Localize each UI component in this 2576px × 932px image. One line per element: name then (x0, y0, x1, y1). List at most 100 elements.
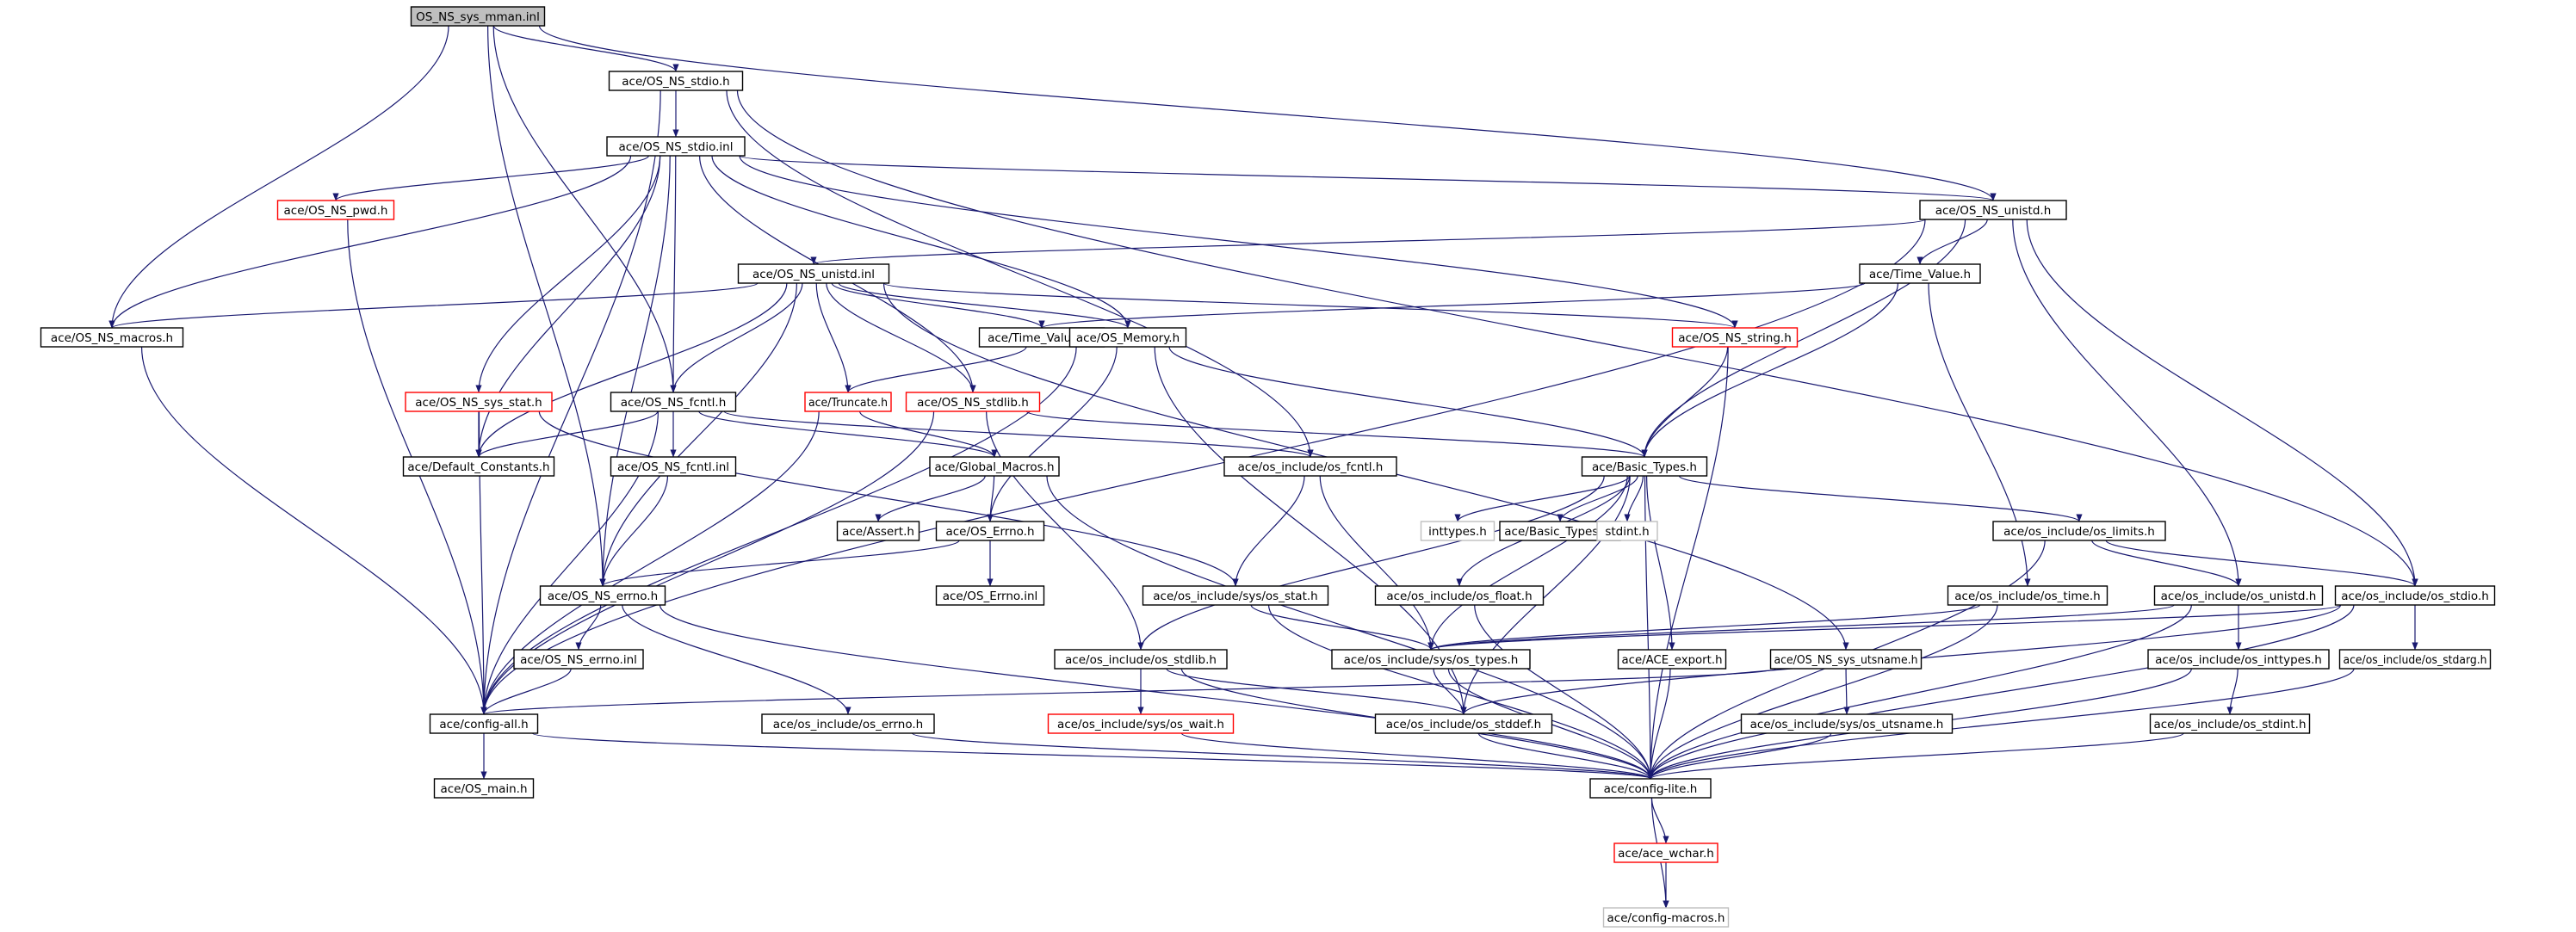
node-stdio-h[interactable]: ace/OS_NS_stdio.h (608, 71, 744, 91)
node-label: ace/ACE_export.h (1622, 653, 1723, 667)
node-sys-os-stat-h[interactable]: ace/os_include/sys/os_stat.h (1142, 585, 1329, 606)
node-label: ace/OS_NS_fcntl.inl (617, 460, 729, 474)
node-os-include-errno-h[interactable]: ace/os_include/os_errno.h (761, 713, 935, 734)
node-config-lite-h[interactable]: ace/config-lite.h (1589, 778, 1712, 799)
edge-stdio-inl-to-fcntl-h (670, 155, 677, 393)
edge-unistd-inl-to-time-value-inl (831, 282, 1045, 329)
edge-os-stdlib-h-to-os-stddef-h (1166, 668, 1467, 715)
node-unistd-h[interactable]: ace/OS_NS_unistd.h (1919, 200, 2067, 220)
node-box (433, 778, 535, 799)
node-os-unistd-h[interactable]: ace/os_include/os_unistd.h (2153, 585, 2324, 606)
node-ns-errno-inl[interactable]: ace/OS_NS_errno.inl (513, 649, 644, 670)
node-assert-h[interactable]: ace/Assert.h (836, 521, 920, 541)
edge-os-unistd-h-to-config-lite-h (1647, 604, 2192, 780)
node-os-stdarg-h[interactable]: ace/os_include/os_stdarg.h (2338, 649, 2492, 670)
node-ace-wchar-h[interactable]: ace/ace_wchar.h (1613, 843, 1718, 863)
edge-sys-os-wait-h-to-config-lite-h (1180, 732, 1654, 780)
node-box (1589, 778, 1712, 799)
node-box (1613, 843, 1718, 863)
node-box (2153, 585, 2324, 606)
node-fcntl-inl[interactable]: ace/OS_NS_fcntl.inl (610, 456, 737, 477)
edge-os-include-fcntl-h-to-sys-os-types-h (1319, 475, 1434, 651)
node-os-inttypes-h[interactable]: ace/os_include/os_inttypes.h (2147, 649, 2330, 670)
node-label: ace/config-macros.h (1607, 911, 1725, 925)
node-os-errno-inl[interactable]: ace/OS_Errno.inl (935, 585, 1045, 606)
node-stdlib-h[interactable]: ace/OS_NS_stdlib.h (905, 392, 1041, 412)
node-label: ace/os_include/os_stddef.h (1386, 718, 1541, 731)
node-label: ace/os_include/os_stdio.h (2341, 589, 2489, 603)
node-os-include-fcntl-h[interactable]: ace/os_include/os_fcntl.h (1223, 456, 1397, 477)
edge-fcntl-h-to-os-include-fcntl-h (723, 410, 1314, 458)
node-sys-os-utsname-h[interactable]: ace/os_include/sys/os_utsname.h (1740, 713, 1954, 734)
node-label: ace/os_include/sys/os_stat.h (1153, 589, 1317, 603)
node-basic-types-h[interactable]: ace/Basic_Types.h (1581, 456, 1708, 477)
edge-basic-types-h-to-os-stdlib-h (1137, 475, 1605, 651)
node-string-h[interactable]: ace/OS_NS_string.h (1671, 327, 1799, 348)
node-label: ace/Basic_Types.inl (1504, 525, 1615, 539)
node-box (1947, 585, 2108, 606)
edge-unistd-inl-to-default-constants-h (475, 282, 788, 458)
node-os-stddef-h[interactable]: ace/os_include/os_stddef.h (1374, 713, 1553, 734)
node-box (410, 6, 546, 27)
node-os-main-h[interactable]: ace/OS_main.h (433, 778, 535, 799)
nodes-layer: OS_NS_sys_mman.inl ace/OS_NS_stdio.h ace/O… (40, 6, 2496, 928)
node-box (1047, 713, 1235, 734)
edge-global-macros-h-to-config-lite-h (1046, 475, 1654, 780)
node-root[interactable]: OS_NS_sys_mman.inl (410, 6, 546, 27)
node-box (1054, 649, 1228, 670)
node-default-constants-h[interactable]: ace/Default_Constants.h (402, 456, 555, 477)
node-sys-stat-h[interactable]: ace/OS_NS_sys_stat.h (405, 392, 553, 412)
node-box (1374, 585, 1545, 606)
edge-stdlib-h-to-config-all-h (480, 410, 935, 715)
node-box (610, 456, 737, 477)
node-os-stdio-h[interactable]: ace/os_include/os_stdio.h (2334, 585, 2496, 606)
node-os-stdint-h[interactable]: ace/os_include/os_stdint.h (2149, 713, 2311, 734)
node-truncate-h[interactable]: ace/Truncate.h (804, 392, 892, 412)
node-stdio-inl[interactable]: ace/OS_NS_stdio.inl (606, 136, 746, 157)
node-sys-os-types-h[interactable]: ace/os_include/sys/os_types.h (1331, 649, 1531, 670)
edge-basic-types-h-to-os-limits-h (1678, 475, 2083, 522)
edge-unistd-inl-to-truncate-h (815, 282, 851, 393)
node-label: ace/os_include/os_fcntl.h (1238, 460, 1384, 474)
edge-unistd-inl-to-macros-h (108, 282, 759, 329)
edge-ns-errno-h-to-os-include-errno-h (622, 604, 851, 715)
edge-sys-os-stat-h-to-sys-os-types-h (1250, 604, 1434, 651)
node-os-errno-h[interactable]: ace/OS_Errno.h (935, 521, 1045, 541)
edge-root-to-unistd-h (538, 25, 1997, 201)
node-macros-h[interactable]: ace/OS_NS_macros.h (40, 327, 184, 348)
node-box (1223, 456, 1397, 477)
node-box (1142, 585, 1329, 606)
edge-os-time-h-to-sys-os-types-h (1427, 604, 1981, 651)
node-label: ace/OS_NS_errno.h (548, 589, 658, 603)
edge-unistd-inl-to-fcntl-h (670, 282, 803, 393)
node-label: ace/Global_Macros.h (934, 460, 1054, 474)
node-box (610, 392, 737, 412)
node-config-all-h[interactable]: ace/config-all.h (429, 713, 539, 734)
node-box (1769, 649, 1923, 670)
node-box (1596, 521, 1658, 541)
node-ace-export-h[interactable]: ace/ACE_export.h (1617, 649, 1727, 670)
node-global-macros-h[interactable]: ace/Global_Macros.h (929, 456, 1060, 477)
node-box (1671, 327, 1799, 348)
node-label: ace/os_include/sys/os_types.h (1344, 653, 1519, 667)
node-os-time-h[interactable]: ace/os_include/os_time.h (1947, 585, 2108, 606)
node-unistd-inl[interactable]: ace/OS_NS_unistd.inl (737, 263, 890, 284)
node-fcntl-h[interactable]: ace/OS_NS_fcntl.h (610, 392, 737, 412)
node-ns-errno-h[interactable]: ace/OS_NS_errno.h (539, 585, 666, 606)
edge-os-stdio-h-to-sys-os-types-h (1427, 604, 2342, 651)
node-memory-h[interactable]: ace/OS_Memory.h (1068, 327, 1187, 348)
node-box (405, 392, 553, 412)
node-sys-os-wait-h[interactable]: ace/os_include/sys/os_wait.h (1047, 713, 1235, 734)
edge-unistd-inl-to-stdlib-h (826, 282, 976, 393)
edge-root-to-fcntl-h (492, 25, 677, 393)
node-os-limits-h[interactable]: ace/os_include/os_limits.h (1992, 521, 2166, 541)
edge-sys-os-utsname-h-to-config-lite-h (1647, 732, 1832, 780)
node-pwd-h[interactable]: ace/OS_NS_pwd.h (276, 200, 395, 220)
node-os-stdlib-h[interactable]: ace/os_include/os_stdlib.h (1054, 649, 1228, 670)
node-time-value-h[interactable]: ace/Time_Value.h (1859, 263, 1981, 284)
node-box (1859, 263, 1981, 284)
node-os-float-h[interactable]: ace/os_include/os_float.h (1374, 585, 1545, 606)
edge-unistd-h-to-os-stdio-h (2026, 219, 2418, 587)
node-sys-utsname-h[interactable]: ace/OS_NS_sys_utsname.h (1769, 649, 1923, 670)
